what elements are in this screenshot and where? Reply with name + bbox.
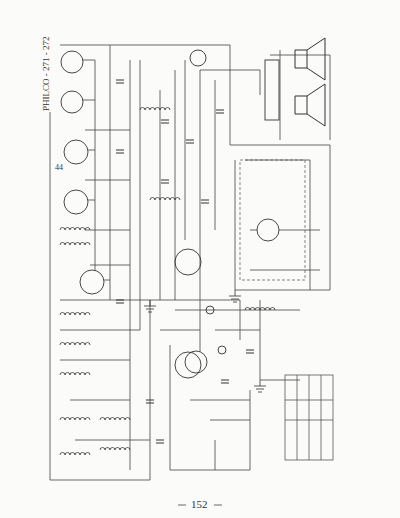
- capacitor: [201, 200, 209, 203]
- dial-circles: [175, 249, 226, 378]
- capacitor: [216, 110, 224, 113]
- tubes: [61, 50, 279, 373]
- title: PHILCO - 271 - 272: [42, 36, 51, 113]
- coil: [150, 198, 180, 201]
- coil-windings: [60, 108, 275, 456]
- coil: [140, 108, 170, 111]
- coil: [60, 453, 90, 456]
- coil: [60, 373, 90, 376]
- tube-number: 44: [54, 164, 64, 172]
- capacitor: [116, 300, 124, 303]
- coil: [100, 418, 130, 421]
- page-number: 152: [191, 499, 208, 510]
- table: [285, 375, 333, 460]
- coil: [100, 448, 130, 451]
- coil: [60, 313, 90, 316]
- coil: [60, 228, 90, 231]
- capacitor: [116, 150, 124, 153]
- capacitor: [221, 380, 229, 383]
- capacitor: [116, 80, 124, 83]
- coil: [60, 343, 90, 346]
- capacitor: [186, 140, 194, 143]
- capacitor: [146, 400, 154, 403]
- transformer: [265, 60, 279, 120]
- speakers: [295, 38, 325, 126]
- coil: [60, 418, 90, 421]
- wiring: [50, 40, 330, 480]
- capacitor: [156, 440, 164, 443]
- capacitor: [161, 120, 169, 123]
- capacitors: [116, 80, 254, 443]
- coil: [245, 308, 275, 311]
- capacitor: [161, 180, 169, 183]
- grounds: [144, 290, 266, 392]
- coil: [60, 243, 90, 246]
- capacitor: [246, 350, 254, 353]
- shield-box: [240, 160, 305, 280]
